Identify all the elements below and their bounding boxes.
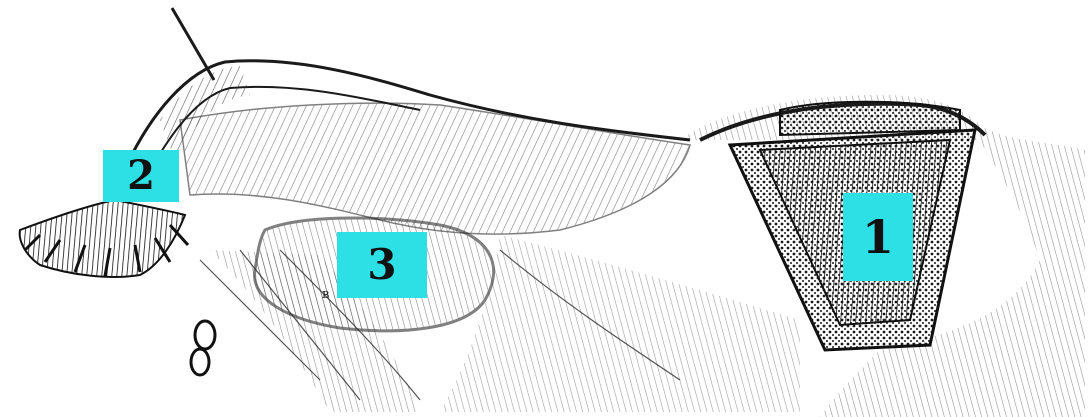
appendix-vesiculosa — [191, 321, 215, 375]
label-2: 2 — [103, 150, 179, 202]
label-3: 3 — [337, 232, 427, 298]
vessel-line — [172, 8, 214, 80]
small-letter: в — [322, 287, 329, 302]
label-1: 1 — [843, 193, 913, 281]
fimbriae — [20, 200, 188, 277]
